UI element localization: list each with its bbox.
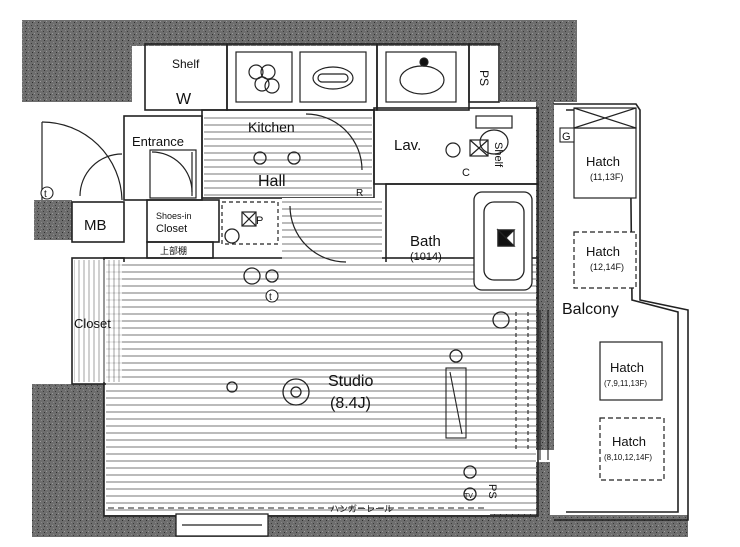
washer-mark [241,211,257,227]
kitchen-label: Kitchen [248,119,295,135]
room-outlines [71,43,689,521]
hatch-3-floors: (7,9,11,13F) [604,379,647,388]
p-label: P [256,215,263,227]
hatch-2-floors: (12,14F) [590,262,624,272]
fixture-symbols [224,151,510,501]
hatch-2-label: Hatch [586,244,620,259]
hatch-boxes [573,107,665,481]
entrance-step [149,149,197,199]
bathtub [473,191,533,291]
balcony-label: Balcony [562,301,619,318]
hatch-4-floors: (8,10,12,14F) [604,453,652,462]
hall-label: Hall [258,173,286,190]
shoes-label-2: Closet [156,223,187,235]
studio-label: Studio [328,373,373,390]
shoes-label-1: Shoes-in [156,211,192,221]
washer-pan [221,201,279,245]
t-studio-label: t [269,292,272,303]
tv-label: TV [464,493,473,500]
kitchen-fixtures [235,51,367,103]
bath-size-label: (1014) [410,251,442,263]
ps-top-label: PS [477,70,491,86]
mb-label: MB [84,217,107,234]
r-label: R [356,188,363,199]
c-label: C [462,167,470,179]
t-outside-circle [40,186,54,200]
hanger-rail-label: ハンガーレール [330,504,393,514]
t-outside-label: t [44,189,47,200]
washer-mark-x2 [241,211,257,227]
entrance-label: Entrance [132,134,184,149]
ps-bottom-label: PS [486,484,498,499]
shelf-top-label: Shelf [172,57,200,71]
studio-window-lines [108,310,549,509]
bath-label: Bath [410,233,441,250]
hatch-4-label: Hatch [612,434,646,449]
closet-hatching [74,260,122,382]
lav-sink [385,51,457,103]
studio-flooring [106,262,536,514]
hatch-1-label: Hatch [586,154,620,169]
shelf-lav-label: Shelf [492,142,504,168]
toilet [445,115,513,158]
g-label: G [562,131,571,143]
closet-label: Closet [74,316,111,331]
hall-flooring-lower [282,198,382,260]
lav-label: Lav. [394,137,421,154]
hatch-1-floors: (11,13F) [590,172,623,182]
upper-shelf-label: 上部棚 [160,245,187,256]
bottom-window [175,513,269,537]
door-swings [41,113,363,263]
g-box [559,127,575,143]
hall-flooring [204,112,372,196]
studio-size-label: (8.4J) [330,395,371,412]
hatch-3-label: Hatch [610,360,644,375]
t-studio-circle [265,289,279,303]
w-label: W [176,91,192,108]
